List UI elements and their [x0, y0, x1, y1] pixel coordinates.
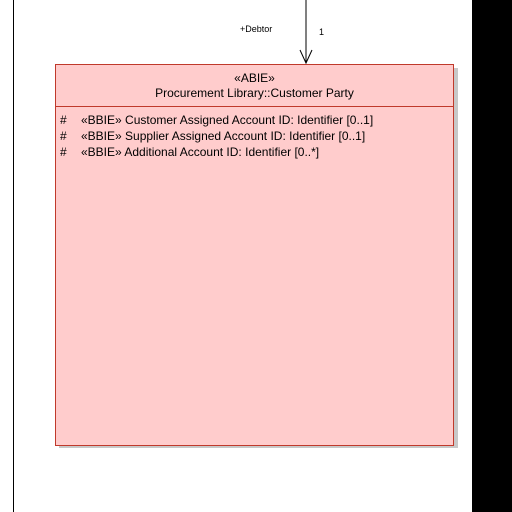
- attribute-visibility: #: [60, 145, 67, 159]
- right-black-bar: [472, 0, 512, 512]
- attribute-text: «BBIE» Additional Account ID: Identifier…: [81, 145, 320, 159]
- attribute-text: «BBIE» Supplier Assigned Account ID: Ide…: [81, 129, 366, 143]
- attribute-row[interactable]: # «BBIE» Additional Account ID: Identifi…: [56, 144, 453, 160]
- class-stereotype: «ABIE»: [234, 71, 275, 85]
- association-connector[interactable]: [0, 0, 512, 70]
- attribute-row[interactable]: # «BBIE» Supplier Assigned Account ID: I…: [56, 128, 453, 144]
- association-role-label: +Debtor: [240, 24, 273, 34]
- association-multiplicity-label: 1: [319, 27, 325, 37]
- attribute-row[interactable]: # «BBIE» Customer Assigned Account ID: I…: [56, 112, 453, 128]
- attribute-visibility: #: [60, 113, 67, 127]
- class-customer-party[interactable]: «ABIE» Procurement Library::Customer Par…: [55, 64, 454, 446]
- class-header: «ABIE» Procurement Library::Customer Par…: [56, 65, 453, 107]
- class-attributes: # «BBIE» Customer Assigned Account ID: I…: [56, 107, 453, 160]
- class-name: Procurement Library::Customer Party: [155, 86, 354, 100]
- attribute-text: «BBIE» Customer Assigned Account ID: Ide…: [81, 113, 374, 127]
- attribute-visibility: #: [60, 129, 67, 143]
- association-arrowhead: [299, 49, 313, 65]
- canvas-left-border: [13, 0, 14, 512]
